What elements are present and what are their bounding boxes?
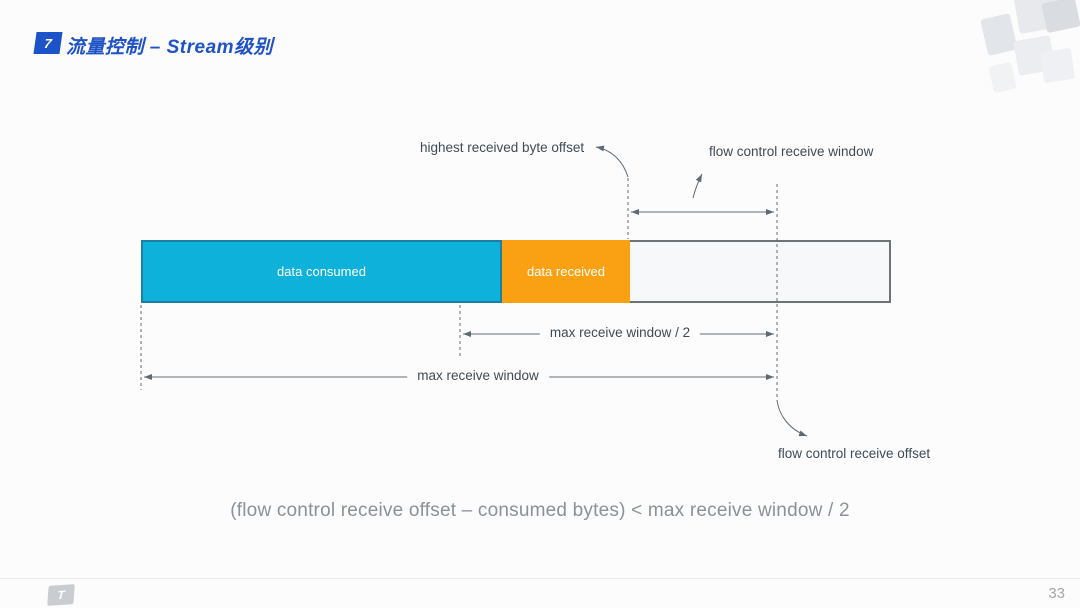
stream-buffer-bar: data consumed data received	[141, 240, 891, 303]
pointer-highest-offset	[595, 145, 629, 178]
decor-square-icon	[980, 13, 1018, 56]
decor-square-icon	[1039, 47, 1076, 84]
segment-data-received: data received	[502, 240, 630, 303]
section-number-badge: 7	[33, 32, 63, 54]
flow-control-formula: (flow control receive offset – consumed …	[230, 500, 850, 521]
label-flow-control-receive-offset: flow control receive offset	[778, 446, 931, 461]
label-highest-received-byte-offset: highest received byte offset	[420, 140, 585, 155]
pointer-receive-window	[692, 173, 703, 199]
segment-data-consumed-label: data consumed	[277, 264, 366, 279]
segment-data-received-label: data received	[526, 264, 606, 279]
decor-square-icon	[988, 61, 1017, 94]
segment-data-consumed: data consumed	[141, 240, 502, 303]
page-title: 流量控制 – Stream级别	[66, 37, 274, 58]
footer-divider	[0, 578, 1080, 579]
label-max-receive-window-half: max receive window / 2	[539, 325, 701, 340]
section-number: 7	[43, 35, 53, 51]
page-number: 33	[1048, 585, 1065, 602]
pointer-receive-offset	[776, 399, 808, 437]
label-max-receive-window: max receive window	[407, 368, 549, 383]
footer-logo-icon: T	[47, 584, 75, 606]
footer-logo-glyph: T	[56, 587, 66, 603]
label-flow-control-receive-window: flow control receive window	[709, 144, 874, 159]
decor-square-icon	[1041, 0, 1080, 34]
